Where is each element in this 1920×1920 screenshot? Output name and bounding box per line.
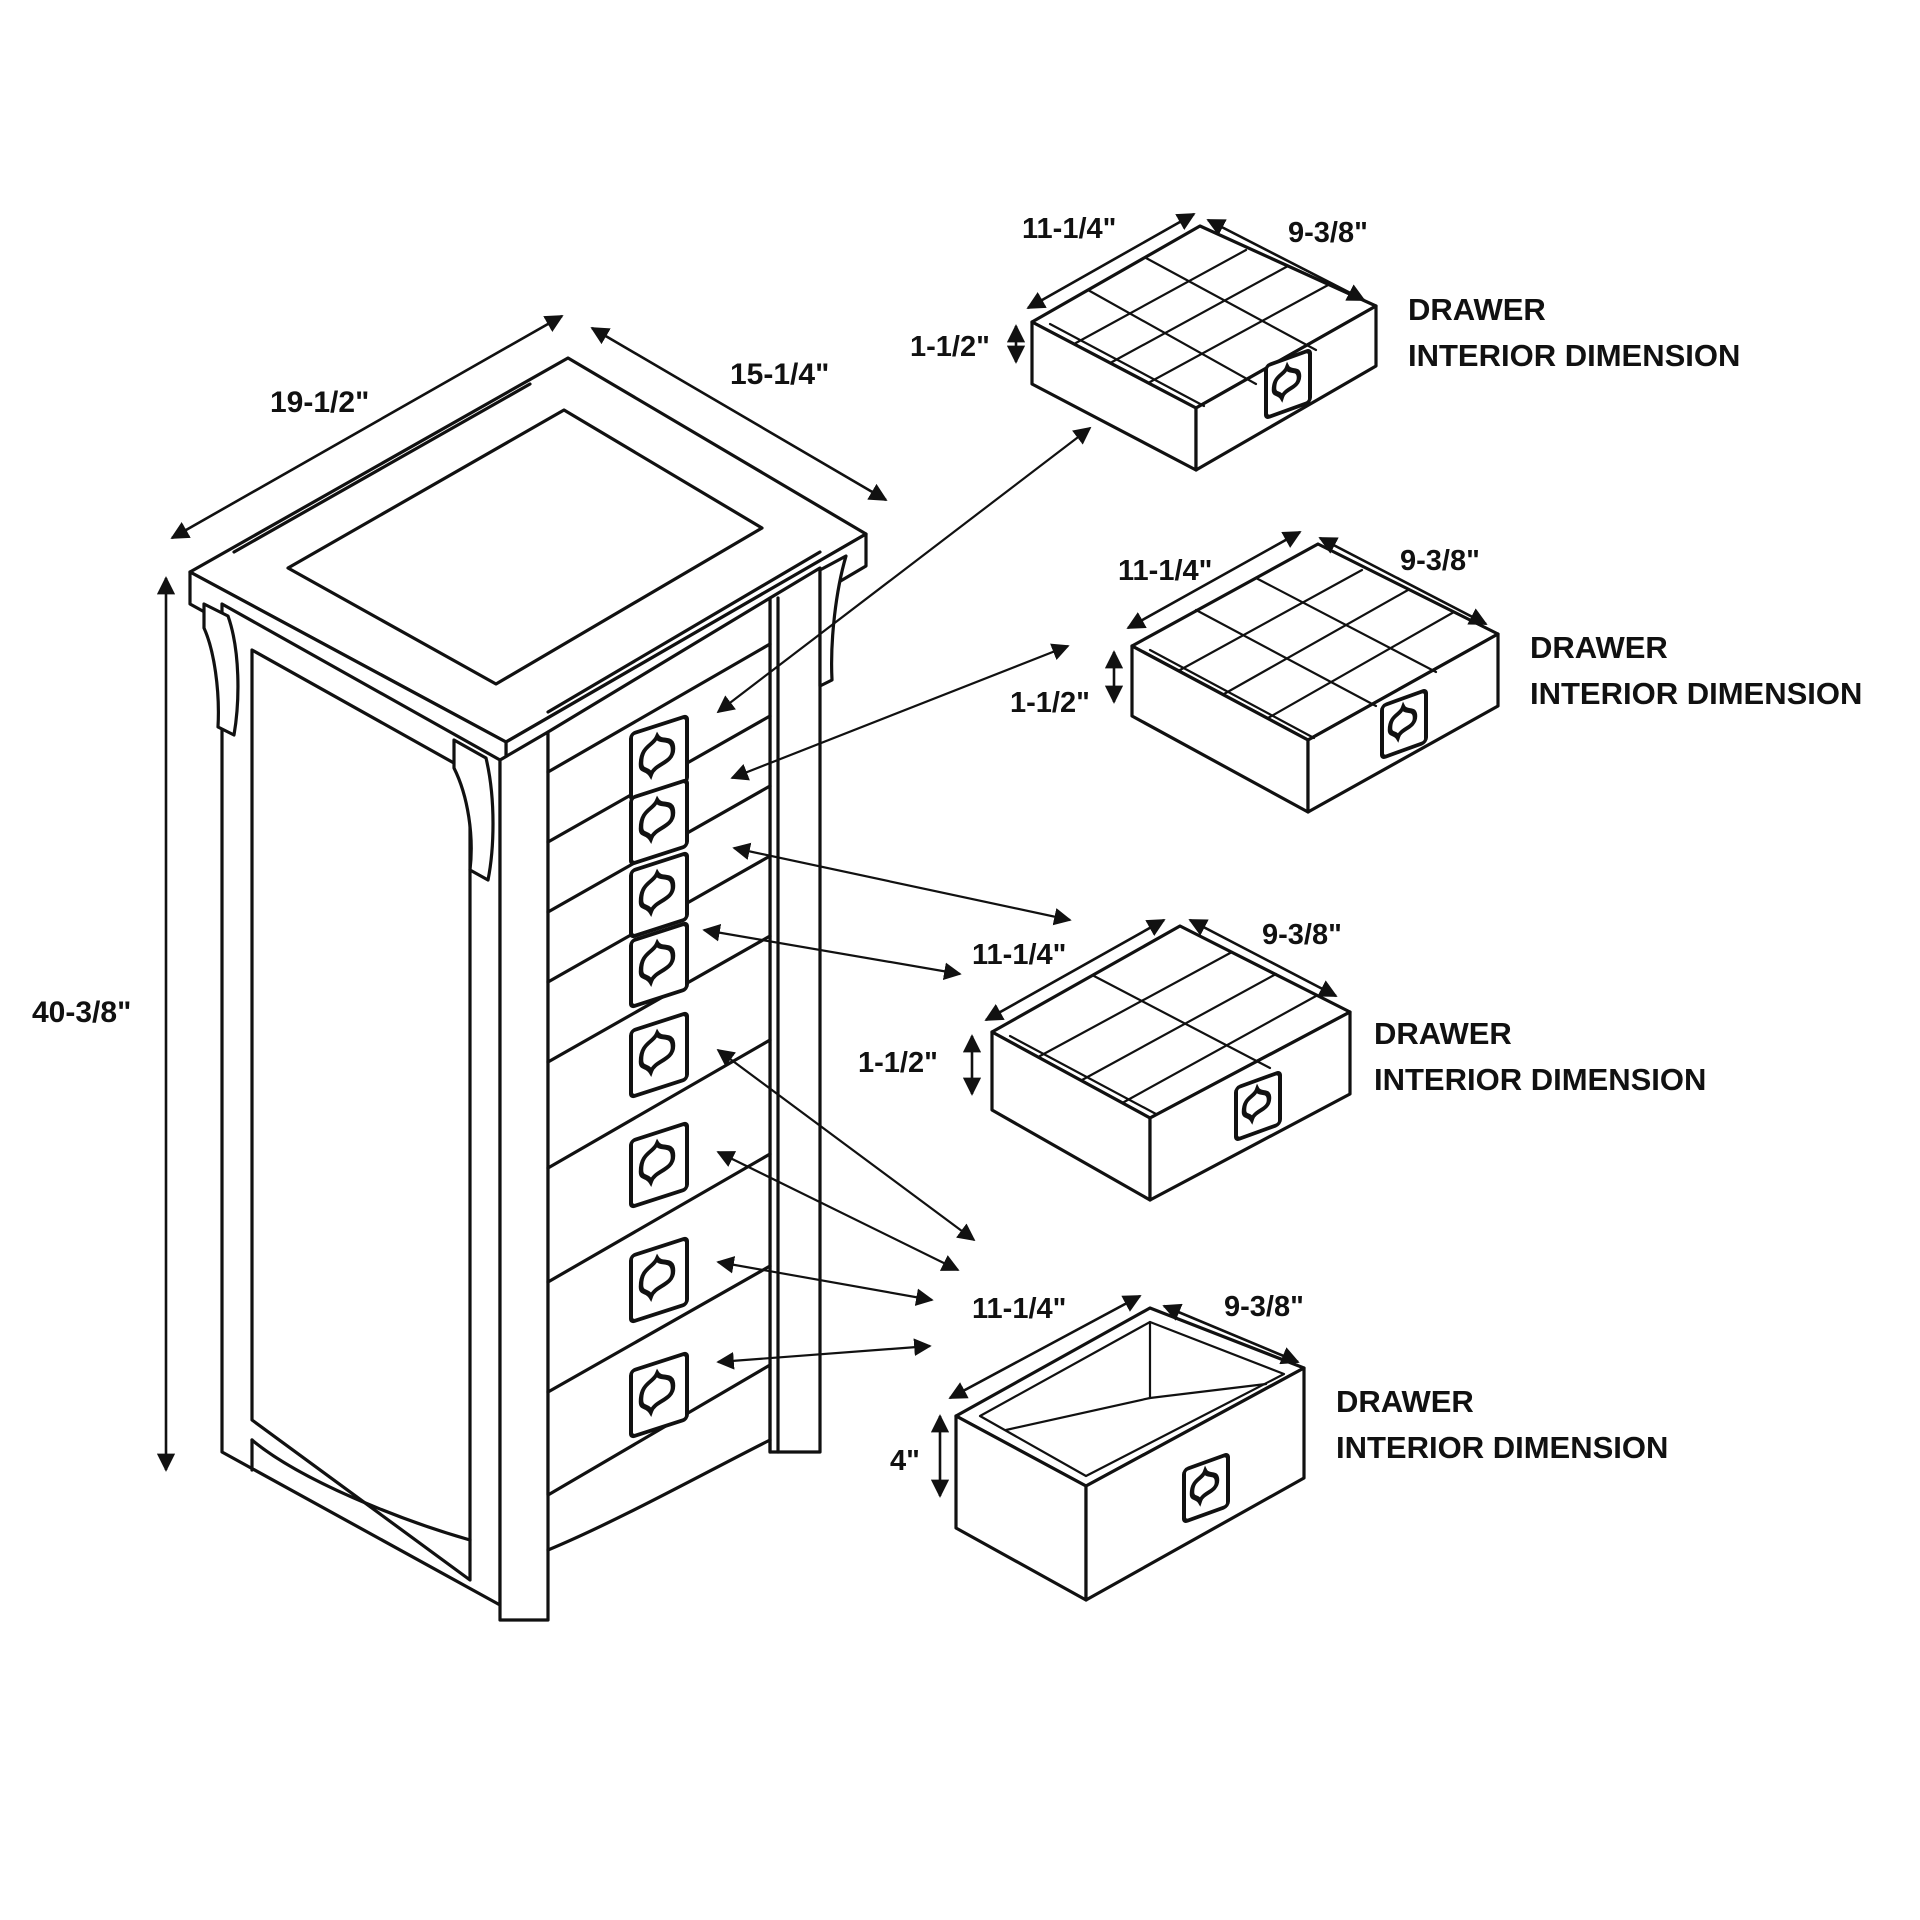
drawer-3-inner-left [1008, 1034, 1158, 1116]
drawer-2-depth-label: 9-3/8" [1400, 545, 1480, 577]
left-rear-corbel [202, 602, 240, 737]
cabinet-height-label: 40-3/8" [32, 996, 131, 1029]
drawer-3-depth-dimension-line [1188, 918, 1338, 998]
drawer-4-depth-label: 9-3/8" [1224, 1291, 1304, 1323]
drawer-1-inner-left [1048, 322, 1206, 408]
drawer-3-caption-line2: INTERIOR DIMENSION [1374, 1062, 1706, 1097]
drawer-1-height-label: 1-1/2" [910, 331, 990, 363]
drawer-3-divider-c [1122, 994, 1318, 1104]
pointer-drawer-7 [716, 1256, 934, 1306]
pointer-drawer-4 [702, 924, 962, 980]
cabinet-width-dimension-line [170, 314, 564, 540]
drawer-2: 11-1/4" 9-3/8" 1-1/2" DRAWER INTERIOR DI… [1010, 530, 1862, 814]
pointer-drawer-8 [716, 1338, 932, 1370]
cabinet-width-label: 19-1/2" [270, 386, 369, 419]
drawer-2-caption-line2: INTERIOR DIMENSION [1530, 676, 1862, 711]
drawer-3-depth-label: 9-3/8" [1262, 919, 1342, 951]
drawer-4-caption-line2: INTERIOR DIMENSION [1336, 1430, 1668, 1465]
drawer-3-height-label: 1-1/2" [858, 1047, 938, 1079]
drawer-4-inner-floor [1004, 1382, 1268, 1432]
right-corbel [818, 554, 848, 688]
drawer-2-width-dimension-line [1126, 530, 1302, 630]
drawer-2-depth-dimension-line [1318, 536, 1488, 626]
drawer-1-caption-line1: DRAWER [1408, 292, 1546, 327]
pointer-drawer-3 [732, 842, 1072, 926]
drawer-4-height-label: 4" [890, 1445, 920, 1477]
drawer-3-width-dimension-line [984, 918, 1166, 1022]
cabinet: 19-1/2" 15-1/4" 40-3/8" [32, 314, 888, 1622]
drawer-1-depth-dimension-line [1206, 218, 1366, 302]
pointer-drawer-6 [716, 1151, 960, 1271]
drawer-pointers [702, 426, 1092, 1370]
drawer-4-caption-line1: DRAWER [1336, 1384, 1474, 1419]
cabinet-front-post [498, 730, 550, 1622]
drawer-1-depth-label: 9-3/8" [1288, 217, 1368, 249]
drawer-4-width-label: 11-1/4" [972, 1293, 1066, 1325]
drawer-3-width-label: 11-1/4" [972, 939, 1066, 971]
drawer-4-width-dimension-line [948, 1294, 1142, 1400]
drawer-3: 11-1/4" 9-3/8" 1-1/2" DRAWER INTERIOR DI… [858, 918, 1706, 1202]
drawer-2-width-label: 11-1/4" [1118, 555, 1212, 587]
drawer-2-divider-c [1266, 610, 1456, 720]
drawer-1-width-label: 11-1/4" [1022, 213, 1116, 245]
cabinet-left-side-inset [250, 648, 472, 1582]
drawer-4: 11-1/4" 9-3/8" 4" DRAWER INTERIOR DIMENS… [890, 1291, 1668, 1602]
drawer-1-caption-line2: INTERIOR DIMENSION [1408, 338, 1740, 373]
drawer-4-depth-dimension-line [1162, 1303, 1300, 1365]
left-front-corbel [452, 738, 495, 882]
pointer-drawer-2 [730, 643, 1070, 781]
drawer-3-caption-line1: DRAWER [1374, 1016, 1512, 1051]
drawer-1: 11-1/4" 9-3/8" 1-1/2" DRAWER INTERIOR DI… [910, 212, 1740, 472]
drawer-2-height-label: 1-1/2" [1010, 687, 1090, 719]
drawer-2-caption-line1: DRAWER [1530, 630, 1668, 665]
drawer-2-inner-left [1148, 648, 1316, 740]
front-apron-arch [546, 1438, 772, 1552]
cabinet-depth-label: 15-1/4" [730, 358, 829, 391]
cabinet-left-foot-arch [250, 1438, 472, 1542]
drawer-1-width-dimension-line [1026, 212, 1196, 310]
